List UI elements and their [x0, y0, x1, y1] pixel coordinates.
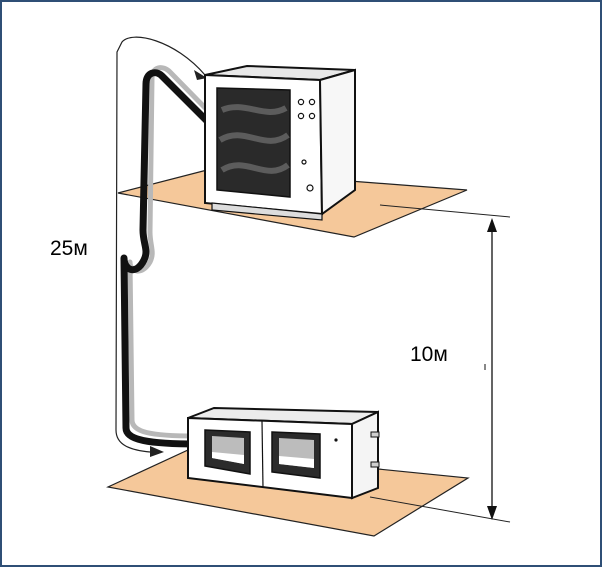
- height-dimension-line: [487, 218, 497, 520]
- dimension-extension-bottom: [369, 496, 511, 523]
- lower-unit-connectors: [370, 431, 380, 468]
- dimension-extension-top: [379, 204, 511, 218]
- pipe-length-label: 25м: [50, 237, 88, 260]
- route-arrow-line: [115, 36, 206, 453]
- upper-unit-knobs: [297, 98, 316, 192]
- route-arrow-head-bottom: [150, 446, 164, 457]
- lower-unit-duct-left: [204, 429, 251, 475]
- refrigerant-pipe-dark: [120, 69, 217, 448]
- lower-unit-duct-right: [271, 431, 321, 479]
- height-difference-label: 10м: [410, 343, 448, 366]
- route-arrow-head-top: [194, 70, 207, 80]
- upper-unit: [204, 64, 356, 221]
- lower-unit: [187, 406, 380, 500]
